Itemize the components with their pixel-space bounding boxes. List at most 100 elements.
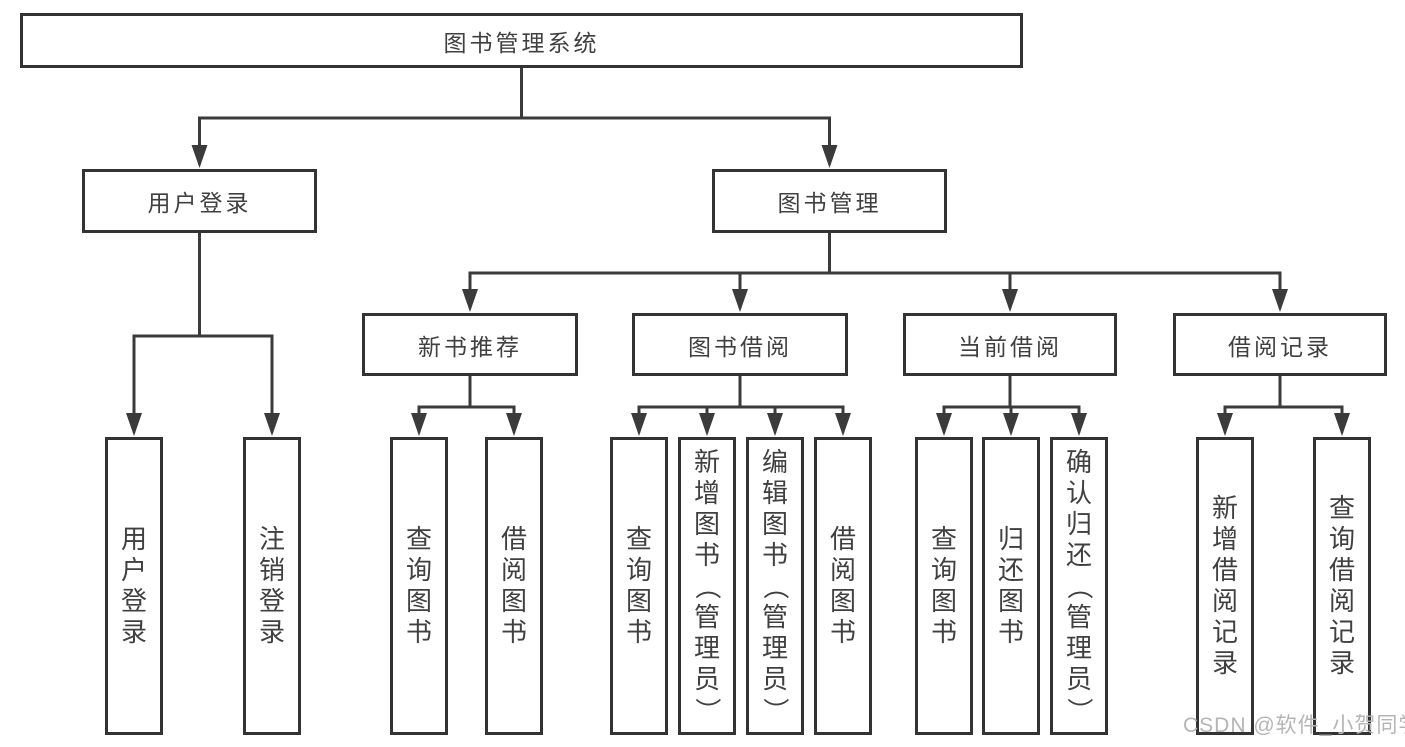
node-label: 图书管理 [777,190,882,216]
node-login: 用户登录 [105,437,163,735]
node-label-char: 新 [693,446,720,477]
node-label-char: 询 [1328,524,1355,554]
node-cb-return-book: 归还图书 [982,437,1040,735]
node-label-char: 阅 [500,555,527,585]
node-label-char: 图 [829,586,856,616]
node-label-char: 询 [930,555,957,585]
node-label-char: 理 [761,632,788,663]
node-label-char: 图 [405,586,432,616]
node-label-char: 确 [1065,446,1092,477]
node-new-book-rec: 新书推荐 [362,313,578,376]
node-label-char: 图 [625,586,652,616]
node-label-char: 用 [120,524,147,554]
node-label-char: 询 [625,555,652,585]
node-label-char: 户 [120,555,147,585]
node-label: 查询借阅记录 [1329,493,1355,679]
node-label-char: （ [760,572,791,600]
node-label-char: 借 [1328,555,1355,585]
node-label-char: ） [760,696,791,724]
connector-book-borrow [637,374,845,433]
node-label: 借阅图书 [501,524,527,648]
node-label-char: 书 [625,617,652,647]
node-label-char: ） [1064,696,1095,724]
node-label-char: 阅 [1211,586,1238,616]
node-label-char: 图 [997,586,1024,616]
node-label-char: 查 [1328,493,1355,523]
node-label-char: 录 [1211,648,1238,678]
node-label-char: 认 [1065,477,1092,508]
node-label-char: 书 [500,617,527,647]
node-label-char: 书 [930,617,957,647]
node-current-borrow: 当前借阅 [903,313,1117,376]
node-label-char: 员 [693,663,720,694]
node-book-mgmt: 图书管理 [712,169,947,233]
node-bb-query-book: 查询图书 [610,437,668,735]
node-label-char: 阅 [829,555,856,585]
node-label-char: 书 [997,617,1024,647]
node-label-char: 管 [1065,601,1092,632]
node-rec-borrow-book: 借阅图书 [485,437,543,735]
node-label-char: 还 [997,555,1024,585]
node-label-char: 录 [258,617,285,647]
node-label: 编辑图书（管理员） [760,447,791,726]
node-label-char: 书 [693,539,720,570]
node-br-query-record: 查询借阅记录 [1313,437,1371,735]
node-label-char: 增 [693,477,720,508]
node-label-char: 阅 [1328,586,1355,616]
node-label: 查询图书 [626,524,652,648]
node-label-char: 书 [829,617,856,647]
node-label: 注销登录 [259,524,285,648]
node-label-char: 辑 [761,477,788,508]
node-label-char: 借 [500,524,527,554]
connector-new-book-rec [417,374,516,433]
node-label-char: 书 [405,617,432,647]
node-label-char: （ [1064,572,1095,600]
node-label: 归还图书 [998,524,1024,648]
node-label-char: 录 [120,617,147,647]
node-label-char: 记 [1328,617,1355,647]
node-bb-borrow-book: 借阅图书 [814,437,872,735]
node-label: 新书推荐 [418,333,522,360]
node-label-char: 新 [1211,493,1238,523]
node-label-char: 注 [258,524,285,554]
node-logout: 注销登录 [243,437,301,735]
node-cb-confirm-return: 确认归还（管理员） [1050,437,1108,735]
node-label-char: ） [692,696,723,724]
node-label-char: 增 [1211,524,1238,554]
node-label: 确认归还（管理员） [1064,446,1095,726]
node-label-char: 录 [1328,648,1355,678]
connector-book-mgmt [468,231,1282,309]
node-label-char: 登 [258,586,285,616]
node-label: 当前借阅 [958,333,1062,360]
node-label-char: 借 [1211,555,1238,585]
node-label-char: 理 [1065,632,1092,663]
node-label-char: 员 [1065,663,1092,694]
node-label-char: 图 [500,586,527,616]
node-bb-add-book: 新增图书（管理员） [678,437,736,735]
node-label: 查询图书 [931,524,957,648]
node-label: 用户登录 [147,190,252,216]
node-label: 借阅图书 [830,524,856,648]
node-rec-query-book: 查询图书 [390,437,448,735]
node-label-char: 归 [1065,508,1092,539]
node-label: 图书借阅 [688,333,792,360]
node-label: 用户登录 [121,524,147,648]
node-book-borrow: 图书借阅 [632,313,848,376]
watermark: CSDN @软件_小贺同学 [1183,714,1405,737]
node-br-add-record: 新增借阅记录 [1196,437,1254,735]
node-label-char: 借 [829,524,856,554]
node-label-char: 记 [1211,617,1238,647]
node-label-char: 图 [930,586,957,616]
node-label: 借阅记录 [1228,333,1332,360]
node-label-char: 查 [625,524,652,554]
connector-borrow-record [1223,374,1344,433]
node-label-char: 销 [258,555,285,585]
node-bb-edit-book: 编辑图书（管理员） [746,437,804,735]
connector-user-login [132,231,274,433]
node-cb-query-book: 查询图书 [915,437,973,735]
node-label-char: 管 [761,601,788,632]
node-label-char: （ [692,572,723,600]
node-label-char: 图 [761,508,788,539]
node-root: 图书管理系统 [20,13,1023,68]
